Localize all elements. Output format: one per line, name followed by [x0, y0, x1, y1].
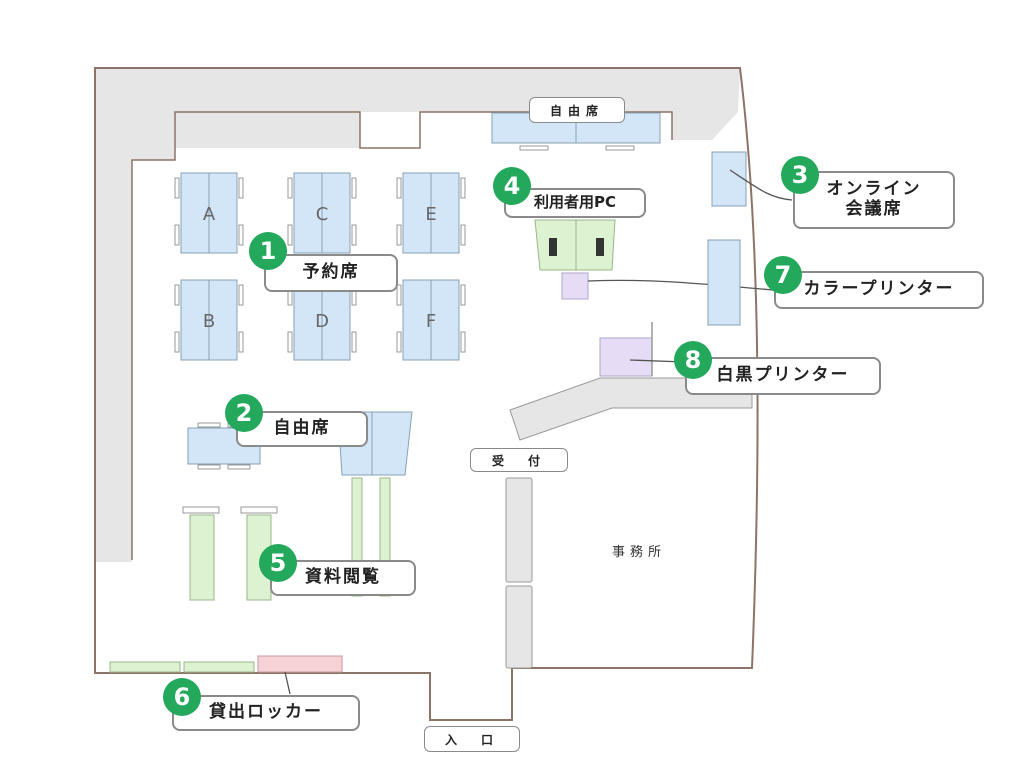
table-label-d: D: [315, 311, 329, 332]
entrance-tag: 入 口: [424, 726, 520, 752]
locker-1: [109, 661, 181, 673]
locker-pink: [257, 655, 343, 673]
table-label-f: F: [426, 311, 436, 332]
callout-label-bw-printer[interactable]: 白黒プリンター: [685, 357, 881, 395]
user-pc-desk: [534, 219, 616, 271]
callout-number-2: 2: [225, 394, 263, 432]
callout-label-user-pc[interactable]: 利用者用PC: [504, 188, 646, 218]
table-label-e: E: [425, 204, 436, 225]
table-label-a: A: [203, 204, 216, 225]
callout-label-online[interactable]: オンライン 会議席: [793, 171, 955, 229]
callout-label-online-line1: オンライン: [826, 179, 922, 200]
wall-band: [95, 68, 740, 562]
callout-label-color-printer[interactable]: カラープリンター: [774, 271, 984, 309]
office-label: 事務所: [612, 545, 667, 560]
color-printer: [561, 272, 589, 300]
callout-number-3: 3: [781, 156, 819, 194]
callout-number-6: 6: [163, 678, 201, 716]
callout-label-online-line2: 会議席: [845, 199, 903, 219]
callout-label-locker[interactable]: 貸出ロッカー: [172, 695, 360, 731]
callout-number-8: 8: [674, 341, 712, 379]
callout-number-7: 7: [764, 256, 802, 294]
callout-number-4: 4: [493, 167, 531, 205]
locker-2: [183, 661, 255, 673]
callout-number-1: 1: [249, 232, 287, 270]
reception-tag: 受 付: [470, 448, 568, 472]
room-outline: [94, 67, 759, 721]
bw-printer: [599, 337, 653, 377]
table-label-c: C: [316, 204, 329, 225]
callout-label-reading[interactable]: 資料閲覧: [270, 560, 416, 596]
callout-number-5: 5: [259, 544, 297, 582]
free-seat-top-tag: 自由席: [529, 97, 625, 123]
online-seat-desk-2: [707, 239, 741, 326]
online-seat-desk-1: [711, 151, 747, 207]
callout-label-reserved[interactable]: 予約席: [264, 254, 398, 292]
reading-table-1: [189, 514, 215, 601]
table-label-b: B: [203, 311, 215, 332]
